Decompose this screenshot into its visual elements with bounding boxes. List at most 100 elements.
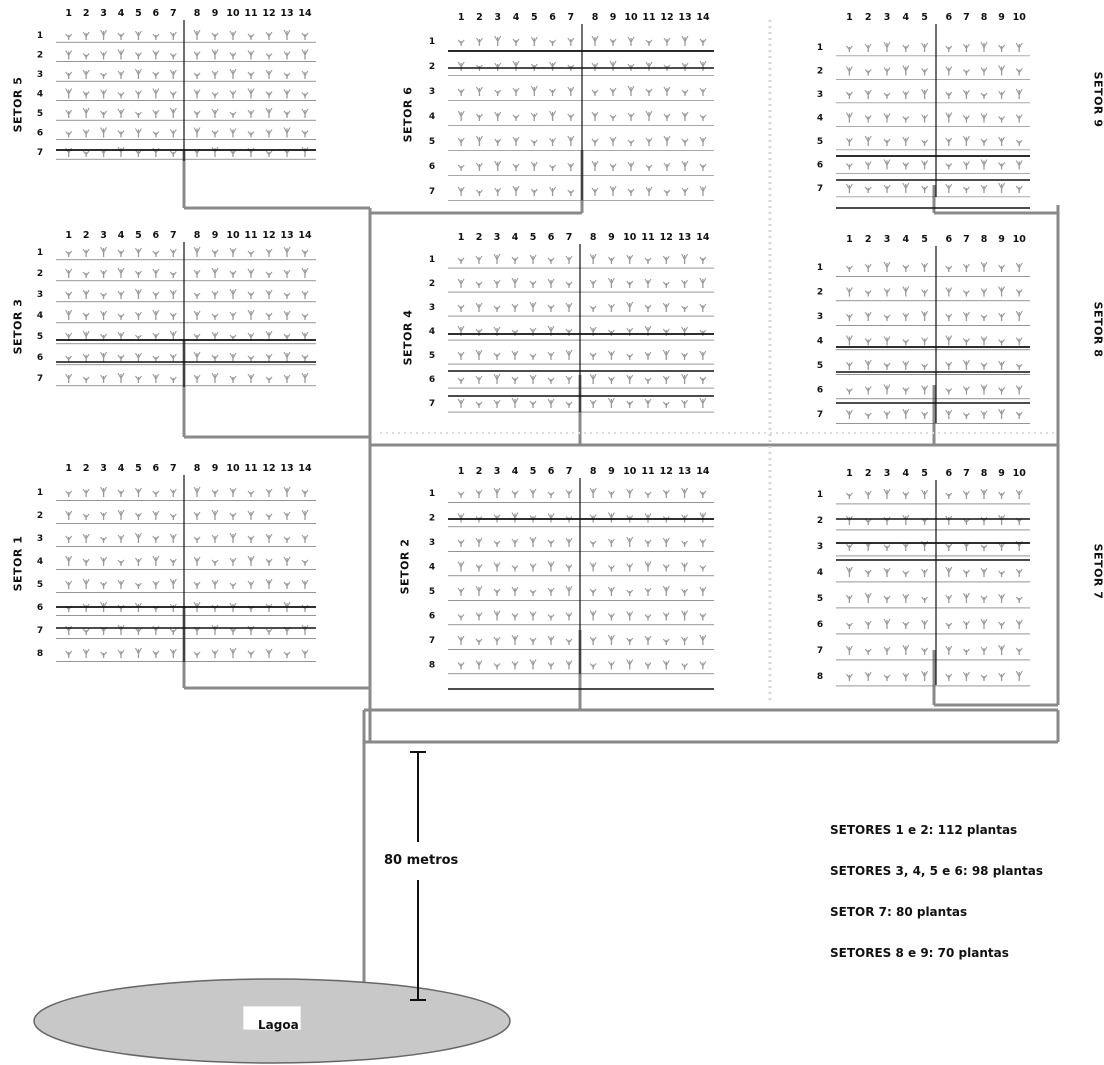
plant-icon — [644, 635, 652, 645]
plant-icon — [883, 674, 891, 681]
row-number: 6 — [37, 129, 43, 139]
column-number: 7 — [170, 463, 177, 474]
plant-icon — [229, 375, 237, 383]
sector-label-setor-6: SETOR 6 — [401, 86, 415, 143]
plant-icon — [699, 60, 707, 71]
plant-icon — [82, 533, 90, 543]
plant-icon — [998, 286, 1006, 297]
plant-icon — [998, 264, 1006, 272]
plant-icon — [529, 374, 537, 384]
plant-icon — [82, 248, 90, 257]
plant-icon — [169, 129, 177, 138]
row-number: 3 — [429, 87, 435, 97]
row-number: 4 — [37, 311, 43, 321]
irrigation-pipes — [182, 20, 1060, 1005]
plant-icon — [475, 489, 483, 498]
plant-icon — [699, 256, 707, 264]
plant-icon — [681, 111, 689, 121]
plant-icon — [627, 36, 635, 46]
plant-icon — [864, 490, 872, 499]
column-number: 3 — [494, 466, 501, 477]
plant-icon — [152, 268, 160, 278]
plant-icon — [169, 558, 177, 566]
plant-icon — [980, 113, 988, 123]
plant-icon — [82, 53, 90, 60]
plant-icon — [998, 116, 1006, 123]
plant-icon — [117, 534, 125, 543]
plant-icon — [265, 107, 273, 118]
plant-icon — [980, 41, 988, 52]
plant-icon — [65, 71, 73, 79]
plant-icon — [193, 486, 201, 497]
column-number: 5 — [531, 12, 538, 23]
plant-icon — [494, 89, 502, 96]
plant-icon — [265, 312, 273, 320]
plant-icon — [549, 61, 557, 71]
column-number: 4 — [902, 468, 909, 479]
plant-icon — [565, 660, 573, 670]
plant-icon — [283, 29, 291, 40]
plant-icon — [283, 51, 291, 60]
plant-icon — [134, 512, 142, 520]
plant-icon — [980, 184, 988, 193]
plant-icon — [662, 302, 670, 312]
plant-icon — [457, 278, 465, 288]
plant-icon — [193, 89, 201, 99]
plant-icon — [547, 257, 555, 264]
plant-icon — [644, 377, 652, 384]
plant-icon — [962, 186, 970, 193]
plant-icon — [229, 311, 237, 320]
plant-icon — [962, 311, 970, 321]
column-number: 8 — [590, 466, 597, 477]
plant-icon — [845, 673, 853, 681]
plant-icon — [567, 37, 575, 46]
plant-icon — [962, 338, 970, 346]
plant-icon — [134, 352, 142, 362]
plant-icon — [589, 636, 597, 645]
plant-icon — [883, 567, 891, 577]
plant-icon — [864, 569, 872, 577]
plant-icon — [980, 336, 988, 346]
plant-icon — [511, 661, 519, 670]
plant-icon — [644, 587, 652, 596]
plant-icon — [921, 88, 929, 99]
plant-icon — [547, 278, 555, 288]
plant-icon — [945, 265, 953, 272]
plant-icon — [565, 564, 573, 572]
plant-icon — [681, 352, 689, 360]
plant-icon — [567, 135, 575, 146]
plant-icon — [134, 532, 142, 543]
column-number: 3 — [884, 468, 891, 479]
plant-icon — [169, 628, 177, 635]
plant-icon — [565, 255, 573, 264]
column-number: 6 — [153, 8, 160, 19]
plant-icon — [152, 373, 160, 383]
plant-icon — [681, 399, 689, 408]
plant-icon — [65, 373, 73, 383]
plant-icon — [65, 131, 73, 138]
plant-icon — [530, 188, 538, 196]
plant-icon — [699, 586, 707, 596]
plant-icon — [921, 114, 929, 123]
column-number: 11 — [244, 230, 257, 241]
plant-icon — [494, 35, 502, 46]
plant-icon — [921, 363, 929, 370]
plant-icon — [549, 88, 557, 96]
plant-icon — [493, 540, 501, 547]
plant-icon — [229, 247, 237, 257]
plant-icon — [962, 412, 970, 419]
column-number: 4 — [118, 463, 125, 474]
plant-icon — [117, 579, 125, 589]
plant-icon — [82, 628, 90, 635]
row-number: 2 — [37, 269, 43, 279]
plant-icon — [247, 33, 255, 40]
plant-icon — [301, 579, 309, 589]
plant-icon — [945, 91, 953, 99]
plant-icon — [962, 290, 970, 297]
sector-label-setor-3: SETOR 3 — [11, 298, 25, 355]
row-number: 3 — [37, 534, 43, 544]
plant-icon — [135, 111, 142, 118]
plant-icon — [283, 89, 291, 99]
